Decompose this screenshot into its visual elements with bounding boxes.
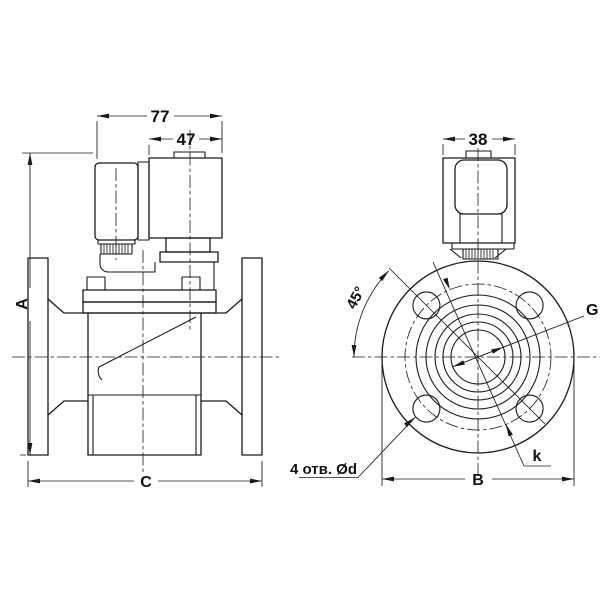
dim-38: 38: [442, 130, 516, 155]
cable-conduit: [99, 254, 156, 273]
dim-A-label: A: [14, 298, 31, 310]
coil-top-tab: [173, 151, 206, 159]
dim-G-label: G: [586, 302, 598, 319]
bolt-hole-top-left: [412, 291, 441, 320]
dim-C: C: [27, 461, 263, 491]
coil-housing: [148, 157, 223, 239]
dim-holes-label: 4 отв. Ød: [290, 461, 357, 478]
dim-C-label: C: [140, 474, 152, 491]
cable-gland-knurl: [103, 244, 129, 254]
bolt-hole-bottom-left: [412, 394, 441, 423]
dim-k-label: k: [533, 448, 542, 465]
dim-38-label: 38: [469, 130, 488, 149]
front-view: 45° k G 4 отв. Ød 38: [290, 130, 600, 489]
front-nut: [462, 248, 499, 260]
dim-B: B: [381, 364, 575, 489]
valve-body: [87, 312, 202, 456]
dim-45deg: 45°: [343, 267, 546, 425]
right-flange: [241, 257, 263, 456]
front-coil-plate: [451, 242, 515, 250]
front-coil-tab: [465, 150, 492, 159]
left-flange: [27, 257, 49, 456]
front-coil-lower: [459, 213, 503, 244]
front-nut-knurl: [465, 249, 494, 259]
dim-77-label: 77: [151, 107, 170, 126]
bonnet-flange-top: [82, 289, 217, 303]
front-coil-housing: [442, 157, 516, 244]
raised-face-circle: [415, 294, 541, 420]
dim-G: G: [452, 302, 598, 368]
valve-body-detail: [88, 394, 201, 455]
valve-seat-line: [97, 316, 197, 381]
dim-B-label: B: [472, 472, 484, 489]
bore-circle-1: [425, 304, 531, 410]
bore-circle-4: [450, 329, 506, 385]
bolt-hole-bottom-right: [515, 394, 544, 423]
hole-position-line: [388, 267, 546, 425]
coil-neck: [165, 237, 211, 253]
connector-box: [94, 162, 139, 241]
coil-base: [159, 251, 219, 263]
dim-A: A: [14, 152, 93, 456]
bolt-circle: [404, 283, 552, 431]
bolt-hole-top-right: [515, 291, 544, 320]
cable-gland: [100, 243, 133, 255]
dim-45deg-label: 45°: [343, 284, 369, 312]
dim-k: k: [432, 261, 551, 467]
dim-47: 47: [148, 130, 222, 155]
left-hub: [47, 298, 89, 416]
right-hub: [200, 298, 243, 416]
bore-circle-2: [434, 313, 522, 401]
dim-77: 77: [96, 107, 223, 159]
front-coil-face: [454, 159, 508, 215]
side-view: 77 47 A C: [12, 107, 282, 491]
bonnet-flange-bottom: [82, 301, 217, 314]
angle-arc: [353, 270, 390, 358]
bore-circle-3: [442, 321, 514, 393]
bonnet-bolt-left: [86, 276, 106, 291]
dim-holes: 4 отв. Ød: [290, 416, 416, 478]
front-shoulders: [449, 248, 507, 259]
connector-plate: [137, 161, 150, 241]
bonnet-bolt-right: [181, 276, 201, 291]
dim-47-label: 47: [177, 130, 196, 149]
flange-outer-circle: [381, 260, 575, 454]
